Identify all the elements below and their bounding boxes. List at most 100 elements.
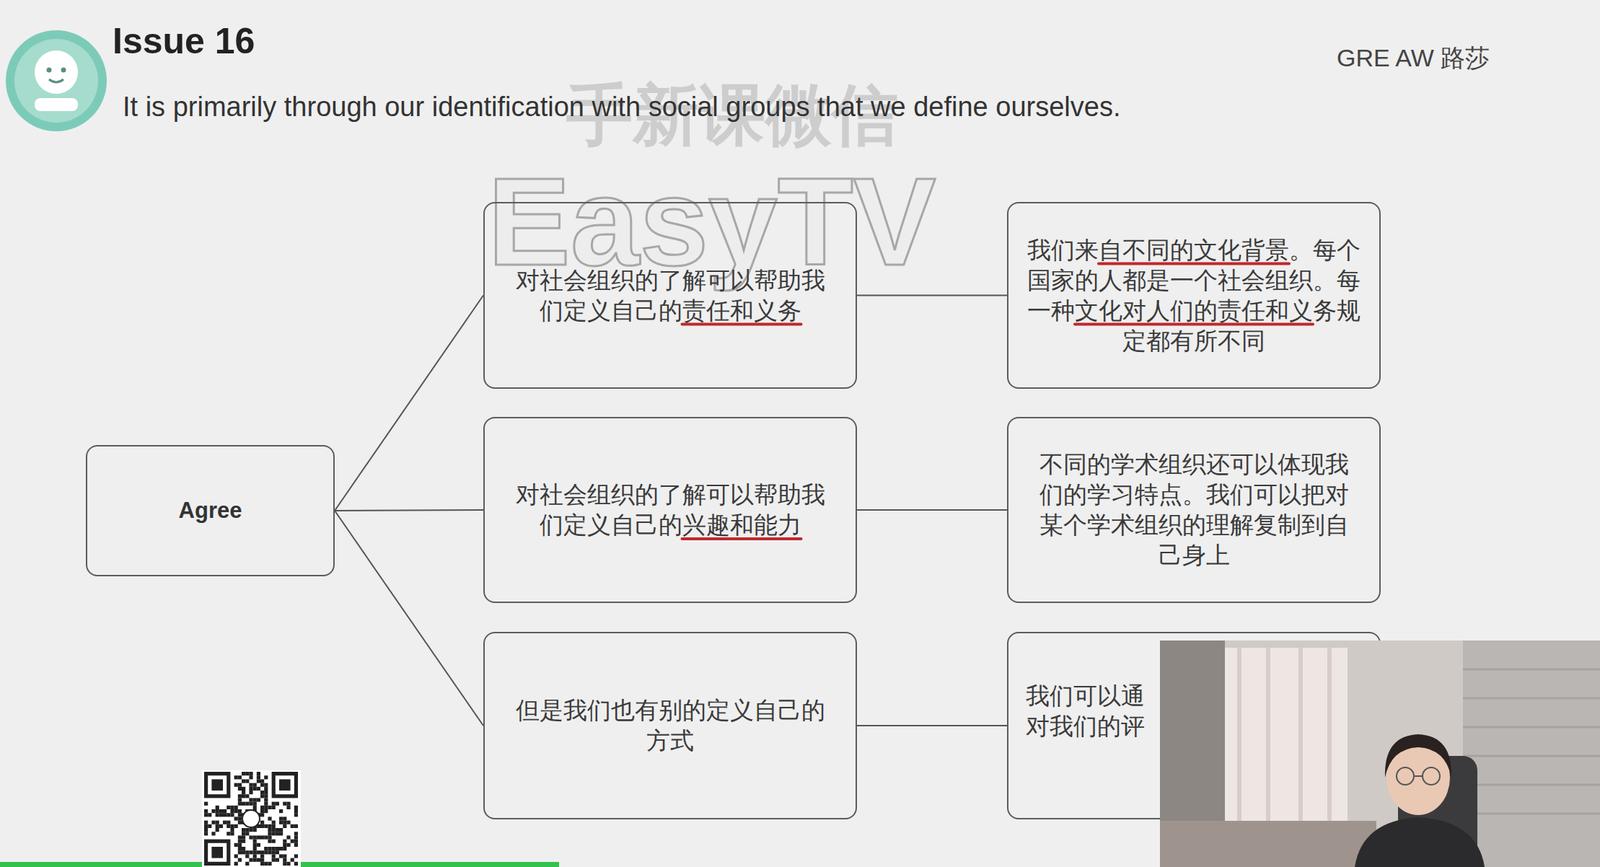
qr-module: [260, 858, 265, 863]
qr-module: [271, 854, 276, 858]
detail-box: 不同的学术组织还可以体现我们的学习特点。我们可以把对某个学术组织的理解复制到自己…: [1007, 416, 1381, 604]
person-hair: [1385, 734, 1452, 778]
qr-module: [241, 846, 246, 851]
qr-module: [241, 771, 246, 776]
qr-module: [267, 862, 272, 866]
qr-module: [230, 831, 234, 836]
box-text: 我们可以通 对我们的评: [1025, 680, 1158, 742]
qr-module: [256, 835, 261, 839]
qr-module: [215, 824, 220, 829]
glasses: [1422, 767, 1440, 785]
qr-module: [271, 858, 276, 863]
qr-module: [238, 809, 242, 813]
qr-module: [204, 802, 208, 806]
logo-circle: [5, 30, 107, 132]
qr-module: [234, 816, 239, 821]
qr-module: [260, 783, 265, 788]
qr-module: [234, 824, 239, 829]
qr-module: [256, 787, 261, 791]
box-text: 对社会组织的了解可以帮助我们定义自己的责任和义务: [512, 265, 828, 327]
qr-module: [248, 783, 253, 788]
qr-module: [238, 858, 242, 863]
qr-module: [230, 824, 234, 829]
qr-module: [248, 828, 253, 832]
qr-module: [219, 809, 223, 813]
qr-module: [282, 839, 287, 844]
qr-module: [238, 835, 242, 839]
qr-module: [282, 816, 287, 821]
qr-module: [286, 835, 290, 839]
qr-module: [245, 802, 249, 806]
qr-module: [241, 839, 246, 844]
qr-module: [264, 850, 268, 855]
qr-module: [267, 831, 272, 836]
qr-finder: [271, 771, 298, 798]
qr-module: [275, 846, 280, 851]
point-box: 对社会组织的了解可以帮助我们定义自己的责任和义务: [483, 201, 857, 389]
qr-module: [264, 835, 268, 839]
qr-module: [234, 805, 239, 810]
window-blind: [1462, 640, 1600, 867]
qr-module: [294, 831, 298, 836]
qr-module: [248, 787, 253, 791]
qr-module: [241, 794, 246, 798]
qr-module: [248, 790, 253, 795]
qr-module: [234, 775, 239, 780]
qr-ground: [201, 770, 301, 867]
qr-module: [241, 802, 246, 806]
qr-module: [253, 835, 257, 839]
qr-module: [253, 854, 257, 858]
qr-module: [253, 828, 257, 832]
qr-module: [267, 850, 272, 855]
qr-module: [260, 820, 265, 825]
qr-module: [264, 797, 268, 802]
qr-code: [201, 770, 301, 867]
qr-module: [234, 854, 239, 858]
qr-module: [260, 835, 265, 839]
box-text: 但是我们也有别的定义自己的方式: [512, 695, 828, 756]
qr-finder: [211, 846, 223, 859]
connector-line: [856, 295, 1008, 297]
box-label: Agree: [178, 495, 243, 526]
glasses: [1396, 767, 1414, 785]
qr-module: [279, 816, 283, 821]
qr-module: [256, 797, 261, 802]
qr-module: [264, 783, 268, 788]
qr-module: [271, 850, 276, 855]
qr-module: [234, 862, 239, 866]
qr-module: [238, 797, 242, 802]
qr-module: [260, 794, 265, 798]
qr-module: [267, 839, 272, 844]
qr-module: [260, 862, 265, 866]
qr-module: [264, 862, 268, 866]
qr-module: [275, 828, 280, 832]
qr-module: [256, 858, 261, 863]
qr-module: [219, 812, 223, 817]
qr-module: [241, 831, 246, 836]
qr-module: [286, 843, 290, 847]
qr-module: [234, 809, 239, 813]
qr-module: [234, 783, 239, 788]
box-text: 我们来自不同的文化背景。每个国家的人都是一个社会组织。每一种文化对人们的责任和义…: [1025, 235, 1362, 357]
qr-module: [204, 824, 208, 829]
qr-module: [279, 831, 283, 836]
curtain-folds: [1239, 647, 1330, 821]
qr-module: [238, 843, 242, 847]
qr-module: [204, 828, 208, 832]
qr-module: [204, 831, 208, 836]
qr-module: [204, 812, 208, 817]
qr-logo: [242, 810, 260, 828]
qr-module: [264, 794, 268, 798]
qr-module: [207, 824, 212, 829]
person-body: [1354, 817, 1485, 867]
qr-finder: [207, 775, 227, 795]
logo-eye: [61, 67, 67, 73]
qr-module: [267, 824, 272, 829]
qr-module: [294, 835, 298, 839]
qr-module: [226, 824, 231, 829]
qr-module: [253, 846, 257, 851]
qr-module: [238, 812, 242, 817]
qr-module: [267, 805, 272, 810]
slide-title: Issue 16: [112, 20, 255, 63]
qr-module: [241, 835, 246, 839]
